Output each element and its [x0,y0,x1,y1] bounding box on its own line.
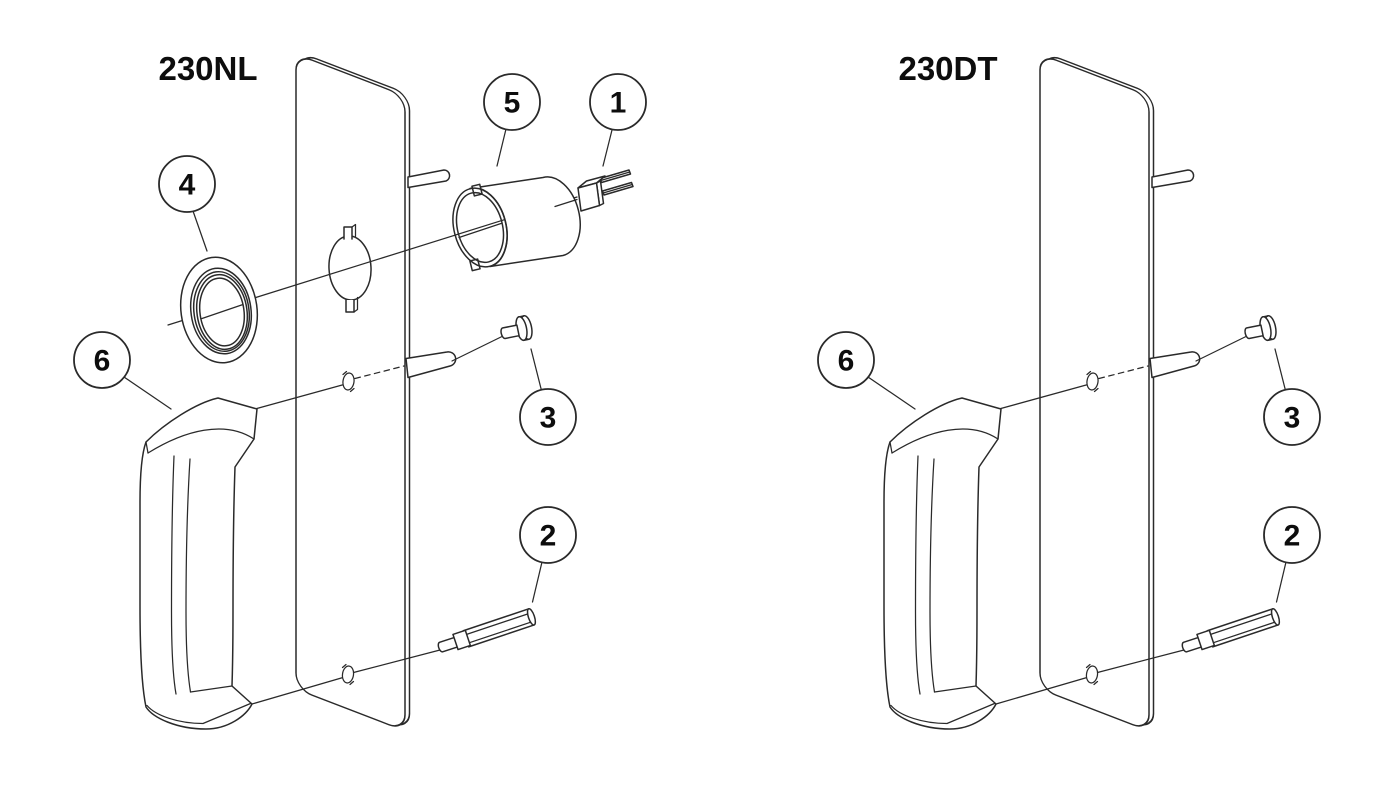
callout-4: 4 [158,155,216,252]
pull-handle [139,397,258,730]
model-title-230dt: 230DT [898,50,997,87]
faceplate [1039,50,1155,734]
mounting-post-top [1151,169,1195,189]
callout-4-number: 4 [179,169,196,202]
cylinder-trim-ring [179,256,259,364]
cylinder-collar [452,176,581,272]
callout-1: 1 [589,73,647,167]
tailpiece-axis-stub [554,198,578,208]
faceplate [295,50,411,734]
callout-3-number: 3 [540,402,557,435]
pull-handle [883,397,1002,730]
mounting-post-top [407,169,451,189]
callout-1-number: 1 [610,87,627,120]
callout-2-number: 2 [1284,520,1301,553]
diagram-230dt: 230DT 6 3 2 [817,50,1321,734]
callout-5-number: 5 [504,87,521,120]
callout-6-number: 6 [838,345,855,378]
callout-5: 5 [483,73,541,167]
tailpiece [577,169,634,212]
callout-3-number: 3 [1284,402,1301,435]
diagram-230nl: 230NL [73,50,647,734]
callout-6-number: 6 [94,345,111,378]
model-title-230nl: 230NL [158,50,257,87]
callout-2-number: 2 [540,520,557,553]
